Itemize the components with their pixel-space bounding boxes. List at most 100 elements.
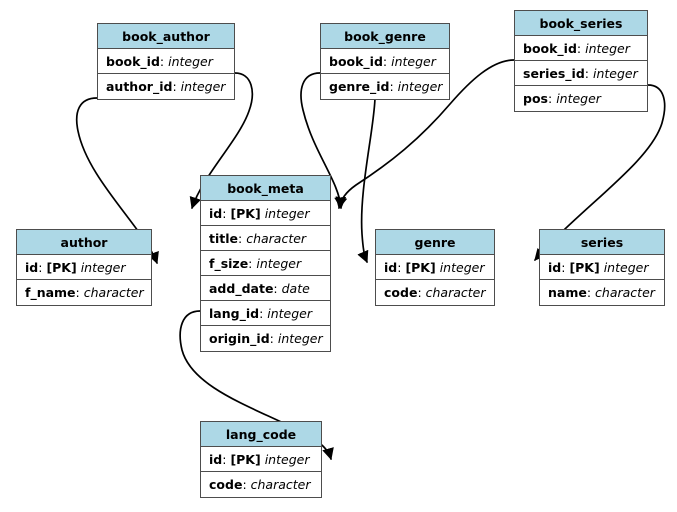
attribute-separator: : <box>238 231 243 246</box>
attribute-book_meta-origin_id[interactable]: origin_id: integer <box>201 326 330 351</box>
attribute-book_genre-genre_id[interactable]: genre_id: integer <box>321 74 449 99</box>
attribute-name: name <box>548 285 587 300</box>
attribute-name: id <box>548 260 562 275</box>
attribute-separator: : <box>397 260 402 275</box>
attribute-author-f_name[interactable]: f_name: character <box>17 280 151 305</box>
attribute-type: integer <box>264 452 310 467</box>
attribute-separator: : <box>242 477 247 492</box>
attribute-type: integer <box>264 206 310 221</box>
entity-title-book_meta: book_meta <box>201 176 330 201</box>
relationship-rel-book_genre-genre_id-genre-id <box>357 97 376 264</box>
entity-title-book_genre: book_genre <box>321 24 449 49</box>
entity-title-lang_code: lang_code <box>201 422 321 447</box>
attribute-type: integer <box>168 54 213 69</box>
attribute-book_series-series_id[interactable]: series_id: integer <box>515 61 647 86</box>
attribute-book_meta-title[interactable]: title: character <box>201 226 330 251</box>
attribute-separator: : <box>576 41 582 56</box>
attribute-name: add_date <box>209 281 274 296</box>
attribute-name: book_id <box>106 54 160 69</box>
entity-title-author: author <box>17 230 151 255</box>
primary-key-marker: [PK] <box>46 260 77 275</box>
attribute-name: book_id <box>329 54 383 69</box>
attribute-name: id <box>209 452 223 467</box>
attribute-separator: : <box>584 66 589 81</box>
attribute-genre-code[interactable]: code: character <box>376 280 494 305</box>
attribute-name: pos <box>523 91 548 106</box>
attribute-name: genre_id <box>329 79 390 94</box>
attribute-book_meta-add_date[interactable]: add_date: date <box>201 276 330 301</box>
attribute-type: integer <box>439 260 485 275</box>
attribute-type: integer <box>556 91 601 106</box>
attribute-type: character <box>250 477 311 492</box>
attribute-type: integer <box>277 331 323 346</box>
attribute-type: integer <box>180 79 226 94</box>
attribute-type: character <box>83 285 144 300</box>
entity-title-book_series: book_series <box>515 11 647 36</box>
attribute-type: character <box>595 285 655 300</box>
entity-title-book_author: book_author <box>98 24 234 49</box>
attribute-series-id[interactable]: id: [PK] integer <box>540 255 664 280</box>
attribute-lang_code-id[interactable]: id: [PK] integer <box>201 447 321 472</box>
attribute-separator: : <box>547 91 553 106</box>
attribute-genre-id[interactable]: id: [PK] integer <box>376 255 494 280</box>
attribute-name: author_id <box>106 79 173 94</box>
attribute-separator: : <box>382 54 388 69</box>
attribute-type: integer <box>592 66 638 81</box>
attribute-type: integer <box>585 41 630 56</box>
attribute-separator: : <box>259 306 264 321</box>
attribute-name: id <box>384 260 398 275</box>
attribute-book_author-author_id[interactable]: author_id: integer <box>98 74 234 99</box>
attribute-name: book_id <box>523 41 577 56</box>
attribute-lang_code-code[interactable]: code: character <box>201 472 321 497</box>
attribute-type: character <box>425 285 486 300</box>
attribute-separator: : <box>561 260 566 275</box>
attribute-type: integer <box>391 54 436 69</box>
attribute-name: code <box>384 285 418 300</box>
entity-title-series: series <box>540 230 664 255</box>
attribute-book_meta-f_size[interactable]: f_size: integer <box>201 251 330 276</box>
attribute-separator: : <box>172 79 177 94</box>
attribute-name: id <box>209 206 223 221</box>
attribute-type: integer <box>397 79 443 94</box>
attribute-separator: : <box>417 285 422 300</box>
attribute-name: lang_id <box>209 306 260 321</box>
attribute-name: title <box>209 231 238 246</box>
attribute-separator: : <box>222 452 227 467</box>
attribute-book_genre-book_id[interactable]: book_id: integer <box>321 49 449 74</box>
attribute-book_author-book_id[interactable]: book_id: integer <box>98 49 234 74</box>
attribute-type: integer <box>256 256 302 271</box>
attribute-series-name[interactable]: name: character <box>540 280 664 305</box>
attribute-book_series-book_id[interactable]: book_id: integer <box>515 36 647 61</box>
attribute-separator: : <box>273 281 278 296</box>
attribute-separator: : <box>248 256 253 271</box>
attribute-name: origin_id <box>209 331 270 346</box>
primary-key-marker: [PK] <box>230 452 261 467</box>
attribute-separator: : <box>586 285 592 300</box>
primary-key-marker: [PK] <box>405 260 436 275</box>
attribute-type: date <box>281 281 310 296</box>
entity-title-genre: genre <box>376 230 494 255</box>
primary-key-marker: [PK] <box>569 260 600 275</box>
attribute-type: character <box>246 231 307 246</box>
attribute-separator: : <box>38 260 43 275</box>
attribute-name: id <box>25 260 39 275</box>
attribute-book_series-pos[interactable]: pos: integer <box>515 86 647 111</box>
attribute-type: integer <box>80 260 126 275</box>
attribute-name: code <box>209 477 243 492</box>
attribute-separator: : <box>389 79 394 94</box>
attribute-book_meta-lang_id[interactable]: lang_id: integer <box>201 301 330 326</box>
attribute-separator: : <box>269 331 274 346</box>
attribute-name: series_id <box>523 66 585 81</box>
attribute-book_meta-id[interactable]: id: [PK] integer <box>201 201 330 226</box>
attribute-author-id[interactable]: id: [PK] integer <box>17 255 151 280</box>
attribute-separator: : <box>75 285 80 300</box>
attribute-separator: : <box>222 206 227 221</box>
